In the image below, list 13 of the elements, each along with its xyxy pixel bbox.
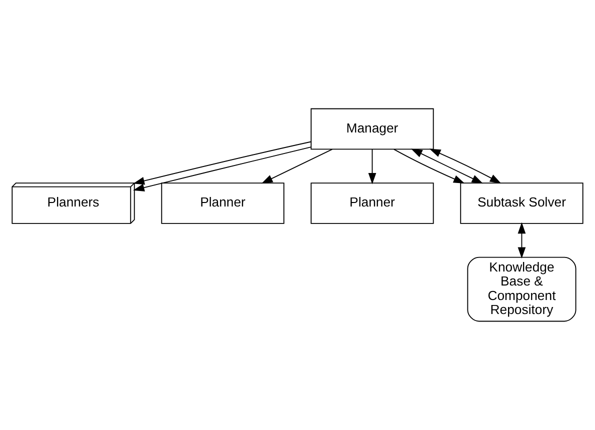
node-box: Planner (161, 182, 284, 224)
node-box: Subtask Solver (460, 182, 584, 224)
arrow (261, 148, 333, 184)
node-box: Planner (310, 182, 434, 224)
arrow (429, 148, 502, 184)
arrow (133, 141, 312, 185)
node-box: Knowledge Base & Component Repository (467, 256, 576, 322)
arrow (411, 148, 484, 184)
arrow (393, 148, 465, 184)
node-box: Manager (310, 108, 434, 150)
arrow (133, 146, 312, 192)
arrow (518, 222, 526, 258)
arrow (368, 148, 376, 184)
